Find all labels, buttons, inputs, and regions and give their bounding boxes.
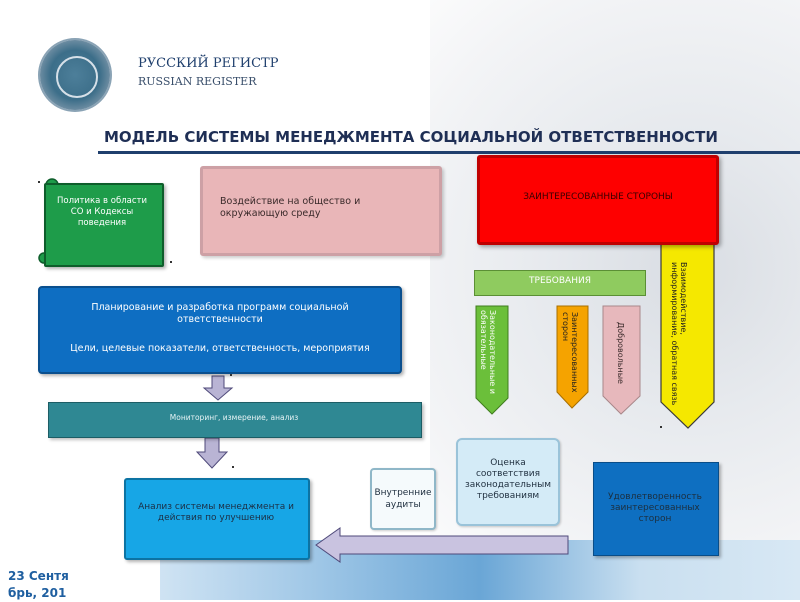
- arrow-interaction-label: Взаимодействие, информирование, обратная…: [670, 262, 688, 406]
- monitoring-label: Мониторинг, измерение, анализ: [169, 413, 299, 422]
- dot-marker: [38, 181, 40, 183]
- arrow-stakeholder-req-icon: [556, 305, 589, 409]
- down-arrow-2-icon: [195, 437, 229, 469]
- arrow-stakeholder-req-label: Заинтересованных сторон: [561, 312, 579, 393]
- brand-name-ru: РУССКИЙ РЕГИСТР: [138, 56, 279, 71]
- dot-marker: [170, 261, 172, 263]
- date-label: 23 Сентя брь, 201: [8, 568, 69, 602]
- arrow-voluntary-label: Добровольные: [616, 322, 625, 384]
- left-arrow-icon: [315, 527, 569, 563]
- internal-audit-box: [370, 468, 436, 530]
- stakeholders-label: ЗАИНТЕРЕСОВАННЫЕ СТОРОНЫ: [523, 192, 673, 202]
- assessment-label: Оценка соответствия законодательным треб…: [465, 458, 551, 501]
- analysis-box: [124, 478, 310, 560]
- assessment-box: [456, 438, 560, 526]
- dot-marker: [232, 466, 234, 468]
- satisfaction-label: Удовлетворенность заинтересованных сторо…: [608, 492, 702, 524]
- internal-audit-label: Внутренние аудиты: [374, 488, 432, 510]
- requirements-label: ТРЕБОВАНИЯ: [529, 276, 591, 286]
- policy-scroll: [44, 183, 164, 267]
- dot-marker: [660, 426, 662, 428]
- policy-label: Политика в области СО и Кодексы поведени…: [56, 196, 147, 228]
- arrow-voluntary-icon: [602, 305, 641, 415]
- page-title: МОДЕЛЬ СИСТЕМЫ МЕНЕДЖМЕНТА СОЦИАЛЬНОЙ ОТ…: [104, 128, 718, 146]
- planning-title: Планирование и разработка программ социа…: [91, 302, 349, 325]
- monitoring-box: [48, 402, 422, 438]
- analysis-label: Анализ системы менеджмента и действия по…: [138, 502, 294, 523]
- impact-box: [200, 166, 442, 256]
- stakeholders-box: [477, 155, 719, 245]
- title-divider: [98, 151, 800, 154]
- dot-marker: [230, 374, 232, 376]
- date-line-2: брь, 201: [8, 586, 67, 600]
- requirements-box: [474, 270, 646, 296]
- logo-seal-ring: [56, 56, 98, 98]
- arrow-legal-label: Законодательные и обязательные: [479, 310, 497, 394]
- planning-box: [38, 286, 402, 374]
- satisfaction-box: [593, 462, 719, 556]
- planning-subtitle: Цели, целевые показатели, ответственност…: [70, 343, 370, 354]
- arrow-legal-icon: [475, 305, 509, 415]
- date-line-1: 23 Сентя: [8, 569, 69, 583]
- impact-label: Воздействие на общество и окружающую сре…: [220, 196, 361, 219]
- down-arrow-1-icon: [202, 375, 234, 401]
- brand-name-en: RUSSIAN REGISTER: [138, 75, 257, 88]
